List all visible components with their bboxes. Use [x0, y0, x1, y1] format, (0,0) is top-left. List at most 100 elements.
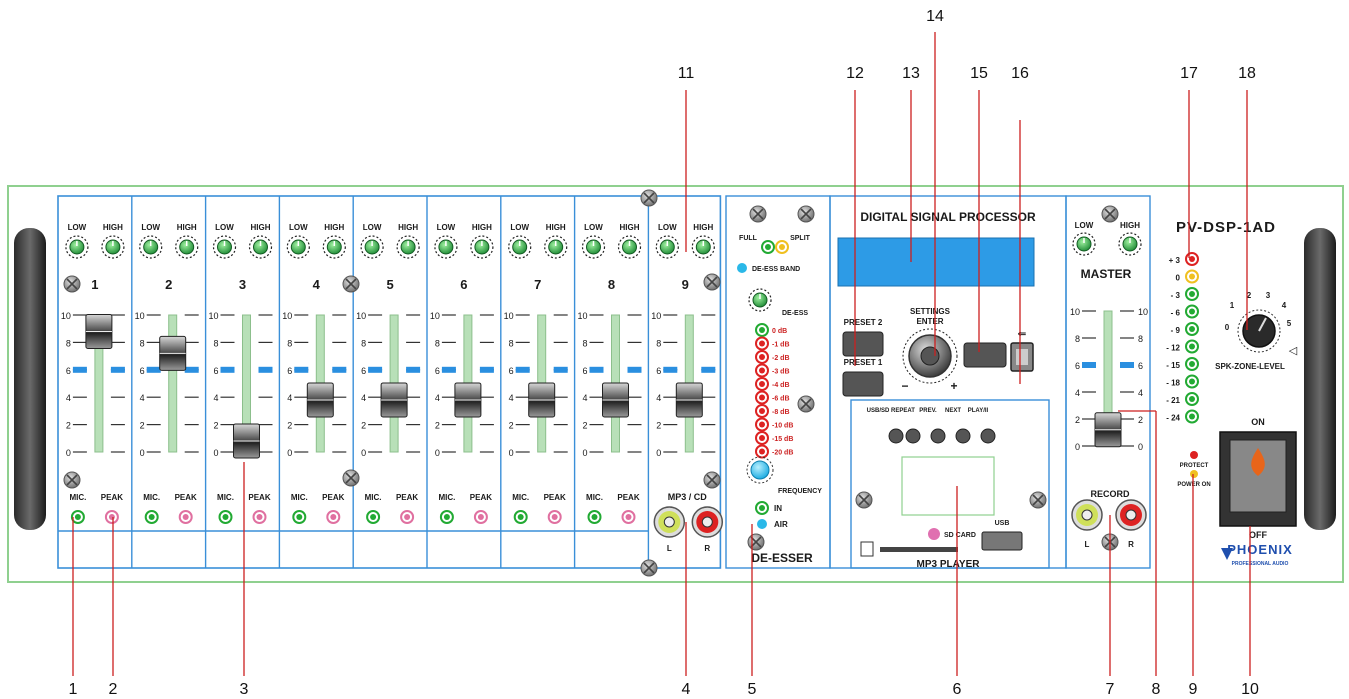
frequency-knob[interactable] [750, 460, 770, 480]
fader-scale-label: 10 [577, 311, 587, 321]
minus-label: − [901, 379, 908, 393]
preset-2-button[interactable] [842, 331, 884, 357]
eq-high-knob[interactable] [248, 235, 273, 259]
screw [1029, 491, 1047, 509]
knob-body[interactable] [512, 239, 528, 255]
callout-number: 18 [1238, 65, 1256, 82]
eq-high-knob[interactable] [101, 235, 125, 259]
knob-body[interactable] [659, 239, 675, 255]
led-core [404, 514, 411, 520]
output-meter-label: - 3 [1171, 291, 1181, 300]
led-core [296, 514, 303, 520]
callout-number: 10 [1241, 681, 1259, 698]
knob-body[interactable] [695, 239, 711, 255]
led-core [779, 244, 785, 250]
knob-body[interactable] [1076, 236, 1092, 252]
eq-high-knob[interactable] [470, 235, 494, 259]
dsp-title: DIGITAL SIGNAL PROCESSOR [860, 210, 1036, 224]
knob-body[interactable] [217, 239, 232, 255]
eq-high-knob[interactable] [175, 235, 199, 259]
knob-body[interactable] [364, 239, 380, 255]
eq-low-knob[interactable] [286, 235, 310, 259]
gr-meter-label: -15 dB [772, 436, 793, 443]
channel-number: 8 [608, 277, 615, 292]
eq-low-knob[interactable] [212, 235, 237, 259]
eq-low-knob[interactable] [581, 235, 606, 259]
knob-body[interactable] [290, 239, 306, 255]
knob-body[interactable] [253, 239, 268, 255]
mp3-cd-left-jack[interactable] [653, 506, 686, 538]
peak-label: PEAK [248, 493, 270, 502]
knob-body[interactable] [179, 239, 195, 255]
eq-high-knob[interactable] [396, 235, 420, 259]
eq-high-knob[interactable] [617, 235, 642, 259]
mp3-button[interactable] [888, 428, 904, 444]
master-high-knob[interactable] [1118, 232, 1142, 256]
mic-label: MIC. [291, 493, 308, 502]
knob-body[interactable] [438, 239, 454, 255]
mp3-button[interactable] [955, 428, 971, 444]
knob-body[interactable] [400, 239, 416, 255]
mp3-button[interactable] [980, 428, 996, 444]
output-meter-label: - 12 [1166, 344, 1180, 353]
eq-high-knob[interactable] [691, 235, 715, 259]
mp3-button[interactable] [905, 428, 921, 444]
eq-low-knob[interactable] [508, 235, 532, 259]
knob-body[interactable] [1122, 236, 1138, 252]
fader-scale-label: 0 [509, 448, 514, 458]
de-esser-title: DE-ESSER [751, 551, 813, 565]
led-core [759, 327, 765, 333]
led-core [1189, 273, 1195, 280]
led-core [1189, 361, 1195, 367]
mp3-cd-right-jack[interactable] [691, 506, 724, 538]
led-core [759, 435, 765, 441]
eq-low-knob[interactable] [360, 235, 384, 259]
peak-label: PEAK [396, 493, 418, 502]
callout-number: 1 [69, 681, 78, 698]
knob-body[interactable] [548, 239, 564, 255]
mp3-usb-port[interactable] [981, 531, 1023, 551]
eq-low-knob[interactable] [655, 235, 679, 259]
knob-body[interactable] [326, 239, 342, 255]
screw-slot [800, 208, 812, 220]
de-ess-knob[interactable] [748, 288, 772, 312]
master-low-knob[interactable] [1072, 232, 1096, 256]
record-right-jack[interactable] [1115, 499, 1147, 531]
eq-low-knob[interactable] [65, 235, 89, 259]
power-on-position-label: ON [1251, 417, 1265, 427]
knob-body[interactable] [586, 239, 601, 255]
brand-logo-icon [1221, 548, 1233, 560]
eq-high-knob[interactable] [322, 235, 346, 259]
eq-low-knob[interactable] [434, 235, 458, 259]
sd-card-slot[interactable] [880, 547, 958, 552]
exit-button[interactable] [963, 342, 1007, 368]
preset-1-button[interactable] [842, 371, 884, 397]
left-rack-handle[interactable] [14, 228, 46, 530]
right-rack-handle[interactable] [1304, 228, 1336, 530]
knob-body[interactable] [474, 239, 490, 255]
knob-body[interactable] [752, 292, 768, 308]
fader-scale-label: 0 [435, 448, 440, 458]
eq-high-knob[interactable] [544, 235, 568, 259]
knob-body[interactable] [143, 239, 159, 255]
mp3-button[interactable] [930, 428, 946, 444]
record-left-jack[interactable] [1071, 499, 1103, 531]
knob-body[interactable] [69, 239, 85, 255]
fader-scale-label: 8 [509, 338, 514, 348]
knob-body[interactable] [105, 239, 121, 255]
knob-body[interactable] [622, 239, 637, 255]
eq-low-knob[interactable] [139, 235, 163, 259]
fader-scale-label: 4 [361, 393, 366, 403]
